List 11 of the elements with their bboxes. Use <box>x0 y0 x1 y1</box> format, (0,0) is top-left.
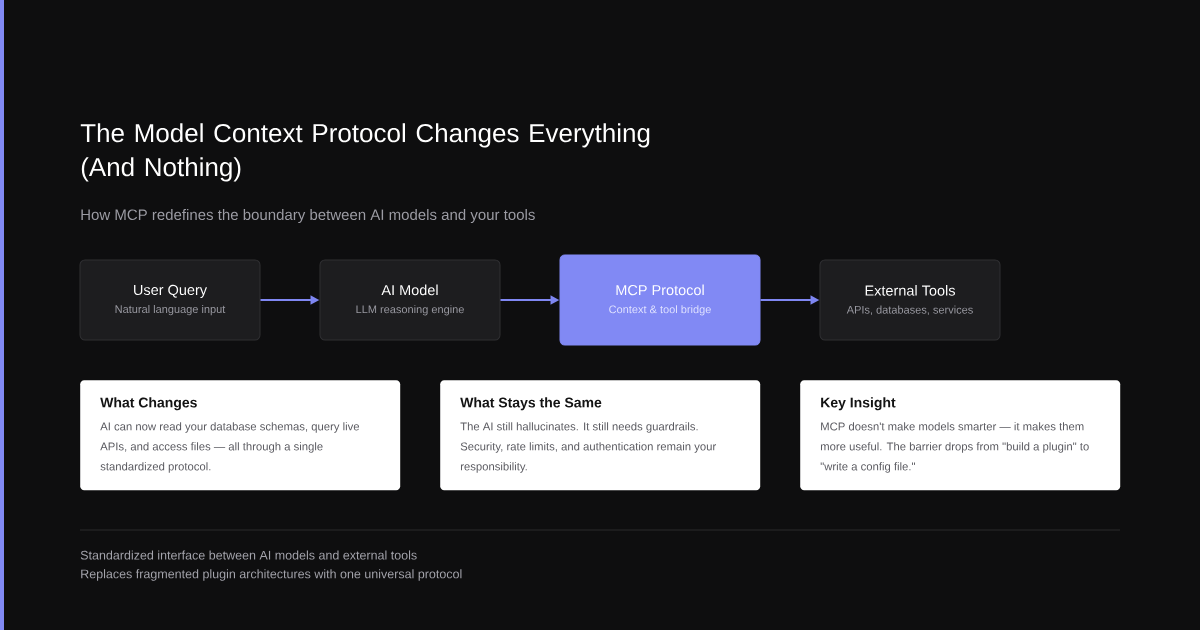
info-card: What Stays the Same The AI still hallucinates. It still needs guardrails. Security, rate limits, and authentication remain your responsibility. <box>440 380 761 491</box>
footnote: Replaces fragmented plugin architectures with one universal protocol <box>81 569 462 581</box>
footnote: Standardized interface between AI models and external tools <box>80 550 417 560</box>
subtitle: How MCP redefines the boundary between AI models and your tools <box>81 209 535 223</box>
title: The Model Context Protocol Changes Everything (And Nothing) <box>80 123 650 182</box>
info-card: Key Insight MCP doesn't make models smarter — it makes them more useful. The barrier drops from "build a plugin" to "write a config file." <box>800 380 1121 491</box>
highlighted-box: MCP Protocol Context & tool bridge <box>559 254 761 346</box>
process-box: User Query Natural language input <box>79 259 261 341</box>
process-box: External Tools APIs, databases, services <box>819 259 1001 341</box>
info-card: What Changes AI can now read your database schemas, query live APIs, and access files — all through a single standardized protocol. <box>80 380 401 491</box>
process-box: AI Model LLM reasoning engine <box>319 259 501 341</box>
